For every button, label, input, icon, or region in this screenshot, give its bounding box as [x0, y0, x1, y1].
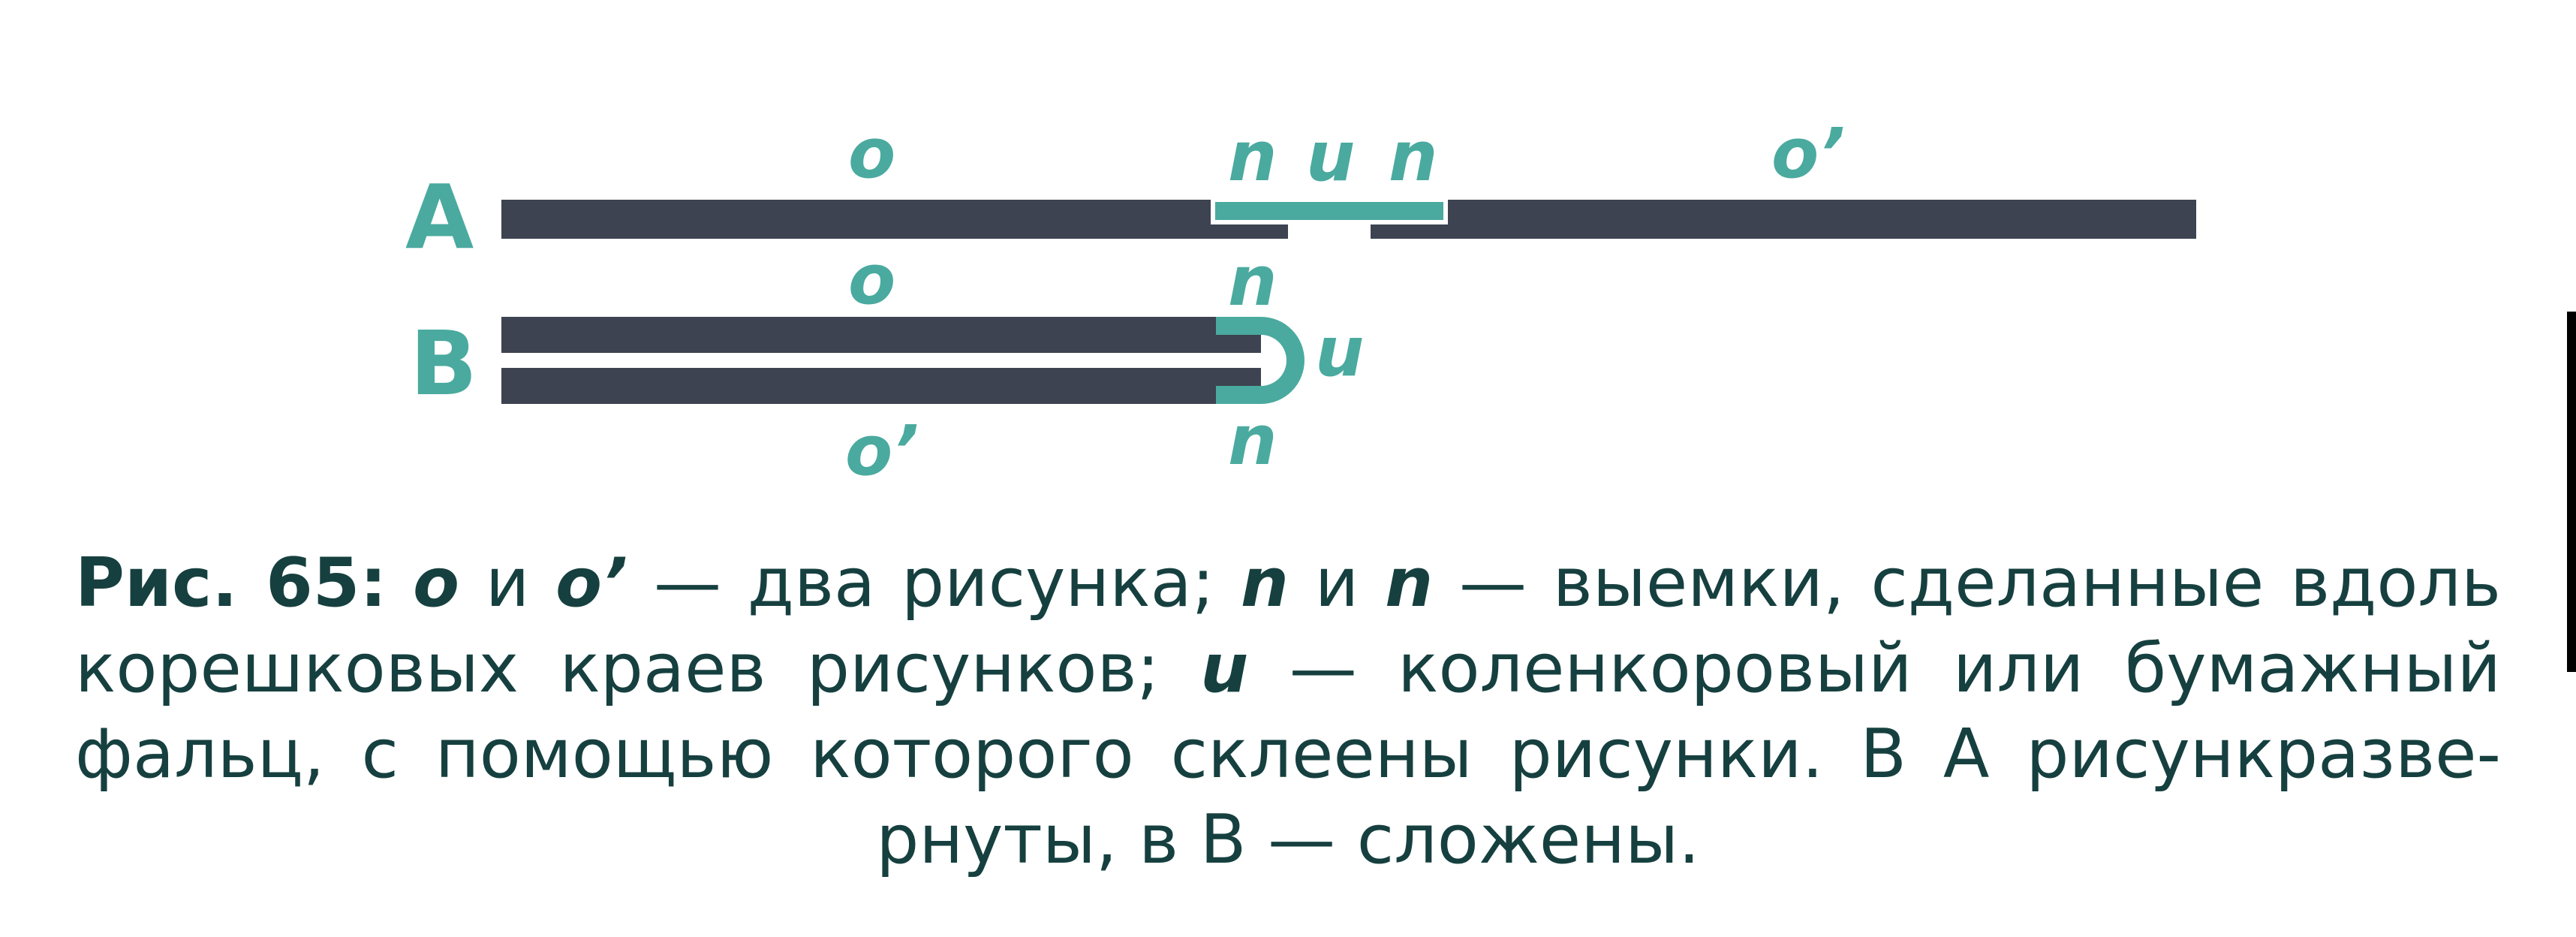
row-a-label: A — [405, 165, 474, 269]
caption-text-1: — два рисунка; — [653, 544, 1215, 622]
caption-and-2: и — [1314, 544, 1359, 622]
caption-text-2: — выемки, сделанные вдоль корешковых кра… — [75, 544, 2501, 708]
hinge-diagram: A o n u n o’ B o n u n o’ — [405, 113, 2196, 491]
caption-o: o — [413, 544, 459, 622]
caption-u: u — [1200, 629, 1249, 708]
drawing-o-prime-strip-a — [1371, 200, 2196, 239]
caption-n-2: n — [1385, 544, 1434, 622]
edge-scrollbar — [2567, 312, 2576, 672]
label-n-bottom-b: n — [1228, 400, 1277, 481]
label-o-top-b: o — [848, 240, 895, 320]
drawing-o-strip-b — [501, 317, 1261, 353]
label-n-left-a: n — [1228, 116, 1277, 197]
drawing-o-strip-a — [501, 200, 1288, 239]
label-o-prime-b: o’ — [845, 411, 919, 491]
figure-caption: Рис. 65: o и o’ — два рисунка; n и n — в… — [75, 541, 2501, 883]
caption-fig-number: Рис. 65: — [75, 544, 387, 622]
caption-and-1: и — [485, 544, 530, 622]
label-n-top-b: n — [1228, 241, 1277, 321]
caption-o-prime: o’ — [555, 544, 628, 622]
folded-hinge-b — [1216, 317, 1305, 404]
hinge-strip-a — [1211, 197, 1448, 224]
caption-n-1: n — [1240, 544, 1289, 622]
caption-text-3: — коленкоровый или бумажный фальц, с пом… — [75, 629, 2501, 879]
label-o-a: o — [848, 113, 895, 194]
label-u-b: u — [1315, 312, 1365, 392]
label-u-a: u — [1306, 116, 1356, 197]
label-o-prime-a: o’ — [1771, 113, 1845, 194]
drawing-o-prime-strip-b — [501, 368, 1261, 404]
row-b-label: B — [410, 312, 477, 415]
label-n-right-a: n — [1389, 116, 1438, 197]
